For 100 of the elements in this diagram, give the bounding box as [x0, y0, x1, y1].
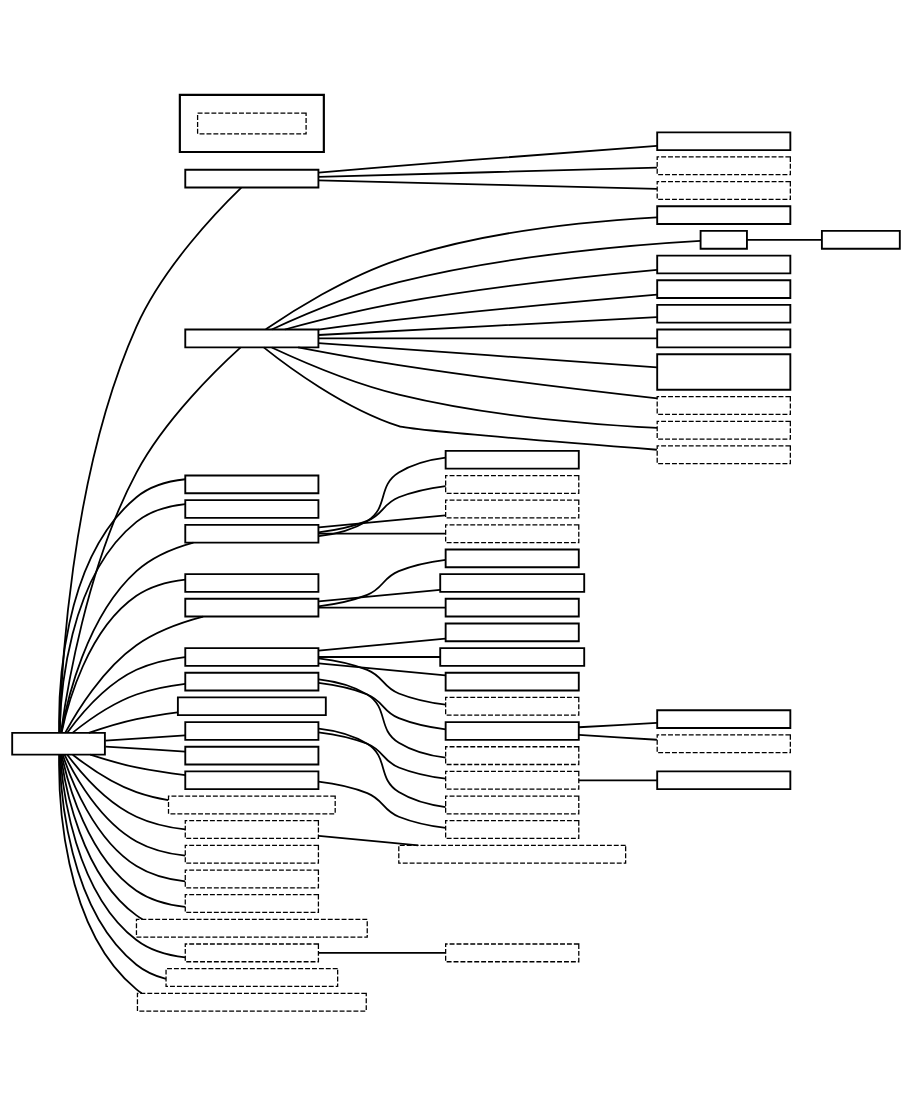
node-box — [656, 303, 792, 324]
connector — [87, 710, 179, 734]
connector — [317, 315, 658, 336]
node-box — [820, 229, 901, 250]
node-box — [445, 499, 580, 519]
connector — [66, 655, 186, 734]
connector — [317, 484, 447, 533]
connector — [317, 293, 658, 330]
connector — [60, 753, 186, 908]
node-box — [444, 720, 580, 741]
node-box — [184, 893, 320, 913]
cluster — [178, 93, 325, 153]
connector — [89, 753, 187, 776]
node-box — [656, 155, 791, 175]
node-box — [444, 671, 580, 691]
connector — [297, 346, 659, 399]
connector — [104, 734, 187, 742]
node-box — [656, 420, 791, 440]
node-box — [196, 111, 307, 134]
connector — [317, 681, 447, 730]
node-box — [184, 720, 320, 741]
node-box — [398, 844, 627, 864]
connector — [104, 745, 187, 752]
connector — [58, 186, 243, 734]
node-box — [184, 597, 320, 617]
node-box — [184, 646, 320, 667]
node-box — [699, 229, 748, 250]
node-box — [445, 819, 580, 839]
node-box — [445, 942, 580, 962]
connector — [264, 215, 658, 330]
connector — [59, 753, 187, 958]
node-box — [656, 444, 791, 464]
connector — [317, 780, 447, 829]
node-box — [184, 523, 320, 544]
node-box — [11, 731, 106, 756]
connector — [64, 615, 205, 734]
connector — [317, 730, 447, 780]
node-box — [184, 942, 320, 962]
connector — [59, 753, 144, 920]
connector — [317, 727, 447, 808]
node-box — [439, 646, 586, 667]
connector — [60, 346, 242, 734]
connector — [578, 721, 658, 728]
node-box — [445, 794, 580, 814]
connector — [317, 606, 447, 609]
connector — [270, 239, 702, 330]
connector — [317, 656, 447, 706]
connector — [66, 753, 186, 830]
connector — [317, 661, 447, 676]
node-box — [656, 769, 792, 790]
node-box — [184, 844, 320, 864]
node-box — [184, 328, 320, 348]
node-box — [445, 745, 580, 765]
connector — [317, 655, 441, 658]
node-box — [445, 696, 580, 716]
node-box — [184, 868, 320, 888]
node-box — [136, 992, 367, 1012]
connector — [317, 456, 447, 537]
node-box — [184, 168, 320, 188]
node-box — [656, 733, 791, 753]
connector — [58, 753, 143, 994]
connector — [317, 178, 658, 190]
connector — [578, 778, 658, 781]
connector — [317, 558, 447, 607]
connector — [58, 753, 167, 980]
connector — [61, 753, 187, 882]
connector — [317, 166, 658, 178]
node-box — [184, 819, 320, 839]
connector — [283, 268, 658, 330]
connector — [317, 513, 447, 528]
node-box — [444, 597, 580, 617]
node-box — [176, 696, 327, 716]
node-box — [445, 523, 580, 543]
node-box — [184, 474, 320, 494]
node-box — [184, 769, 320, 790]
connector — [317, 337, 658, 339]
node-box — [167, 794, 336, 814]
node-box — [656, 708, 792, 729]
node-box — [444, 622, 580, 642]
node-box — [656, 180, 791, 200]
connector — [317, 951, 447, 954]
connector — [71, 753, 170, 801]
connector — [317, 588, 441, 602]
node-box — [656, 328, 792, 348]
node-box — [439, 572, 586, 593]
node-box — [445, 474, 580, 494]
node-box — [184, 745, 320, 765]
connector — [317, 532, 447, 535]
connector — [270, 346, 658, 429]
connector — [317, 677, 447, 759]
node-box — [656, 204, 792, 225]
node-box — [444, 548, 580, 568]
node-box — [184, 572, 320, 593]
node-box — [656, 352, 792, 391]
node-box — [135, 918, 368, 938]
connector — [746, 238, 823, 241]
connector — [317, 637, 447, 652]
node-box — [184, 671, 320, 691]
connector — [317, 834, 420, 846]
node-box — [656, 254, 792, 274]
